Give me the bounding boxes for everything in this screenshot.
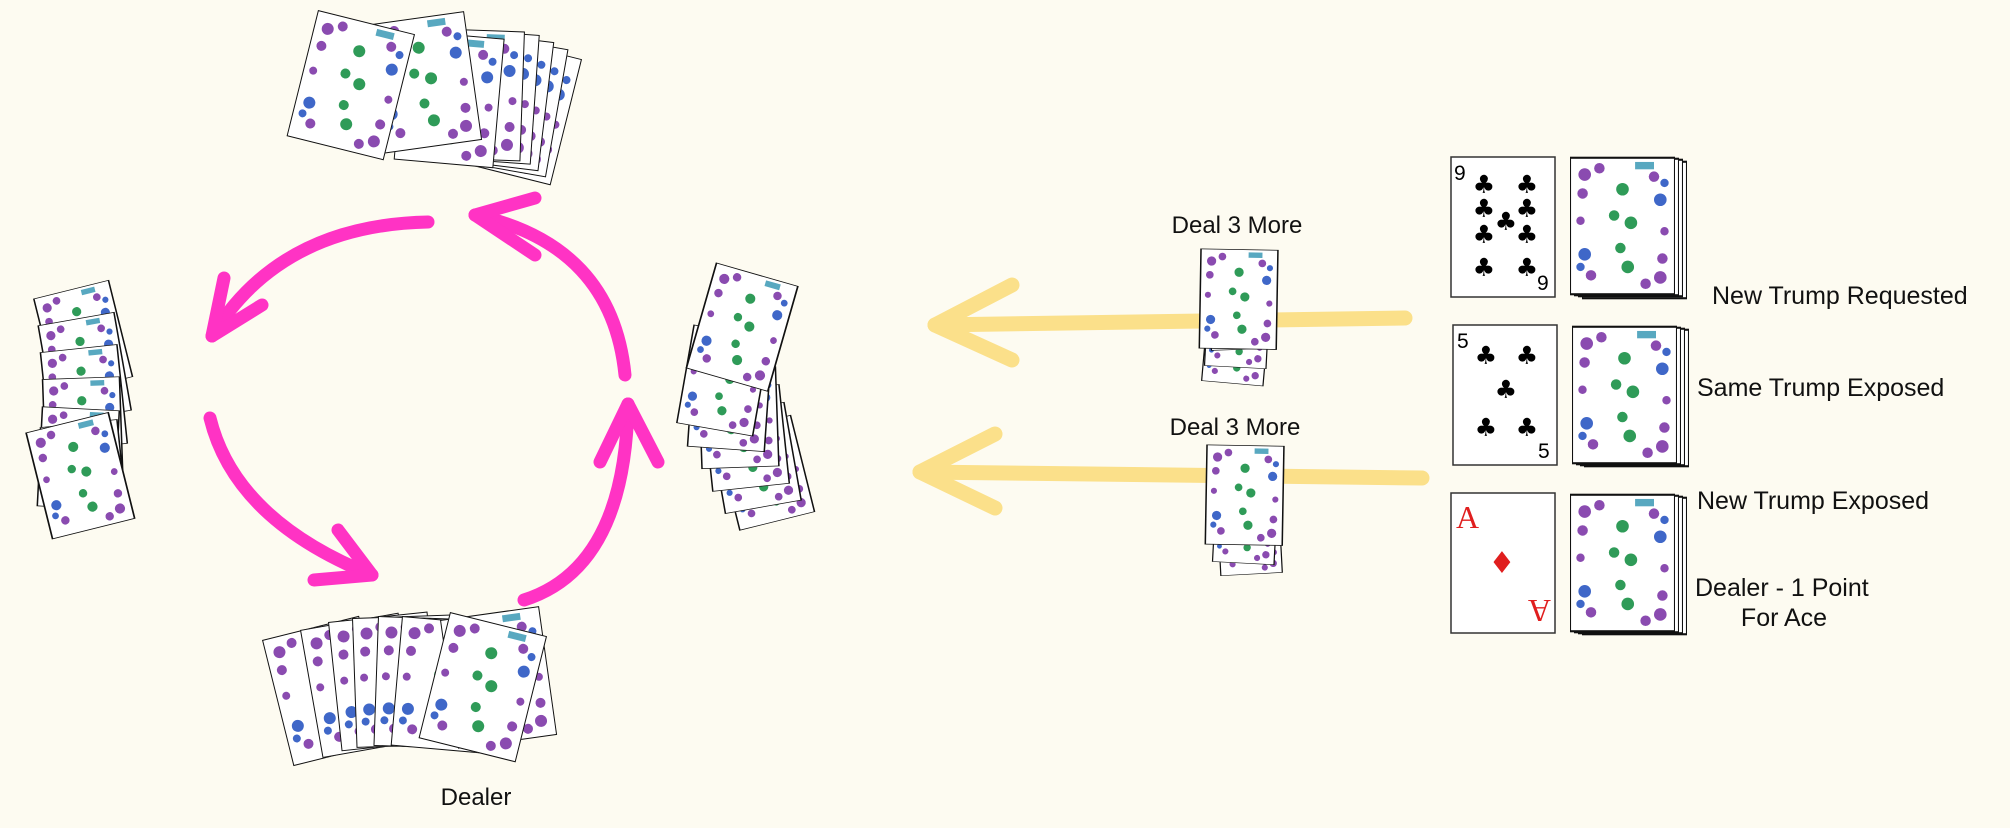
top-player-hand <box>286 10 583 186</box>
deal-arrows <box>912 277 1430 516</box>
card-rank-top: A <box>1456 499 1479 535</box>
club-suit-icon: ♣ ♣ ♣ ♣ ♣ <box>1475 341 1538 442</box>
rotation-arrows <box>203 191 665 607</box>
svg-text:♣: ♣ <box>1495 207 1517 236</box>
card-rank-bottom: A <box>1528 593 1551 629</box>
deal-pile-2 <box>1203 444 1286 578</box>
card-rank-top: 5 <box>1457 330 1469 353</box>
trump-caption-3: New Trump Exposed <box>1697 487 1930 515</box>
curved-arrow-icon <box>203 411 379 587</box>
svg-text:♣: ♣ <box>1516 220 1538 249</box>
diamond-suit-icon: ♦ <box>1489 546 1516 581</box>
trump-card-2: 5 5 ♣ ♣ ♣ ♣ ♣ <box>1452 324 1558 466</box>
svg-text:♣: ♣ <box>1475 341 1497 370</box>
svg-text:♣: ♣ <box>1516 194 1538 223</box>
trump-deck-stack-3 <box>1570 493 1687 636</box>
svg-text:♣: ♣ <box>1495 375 1517 404</box>
svg-text:♣: ♣ <box>1475 413 1497 442</box>
card-rank-bottom: 9 <box>1537 272 1549 295</box>
trump-card-1: 9 9 ♣ ♣ ♣ ♣ ♣ ♣ ♣ ♣ ♣ <box>1450 156 1556 298</box>
deal-pile-1 <box>1197 248 1280 388</box>
right-player-hand <box>675 261 816 532</box>
dealer-label: Dealer <box>440 784 512 811</box>
arrow-left-icon <box>912 426 1430 516</box>
svg-text:♣: ♣ <box>1516 341 1538 370</box>
dealer-ace-note-line1: Dealer - 1 Point <box>1695 574 1869 602</box>
trump-caption-1: New Trump Requested <box>1712 282 1968 310</box>
deal-pile-label-2: Deal 3 More <box>1169 414 1301 441</box>
card-rank-bottom: 5 <box>1538 440 1550 463</box>
curved-arrow-icon <box>468 191 632 382</box>
svg-text:♣: ♣ <box>1473 170 1495 199</box>
club-suit-icon: ♣ ♣ ♣ ♣ ♣ ♣ ♣ ♣ ♣ <box>1473 170 1538 282</box>
trump-caption-2: Same Trump Exposed <box>1697 374 1945 402</box>
arrow-left-icon <box>927 277 1413 368</box>
left-player-hand <box>24 278 137 541</box>
svg-text:♣: ♣ <box>1473 253 1495 282</box>
svg-text:♣: ♣ <box>1473 220 1495 249</box>
dealer-ace-note-line2: For Ace <box>1740 604 1828 632</box>
trump-deck-stack-1 <box>1570 156 1687 300</box>
svg-text:♣: ♣ <box>1516 413 1538 442</box>
svg-text:♣: ♣ <box>1473 194 1495 223</box>
trump-deck-stack-2 <box>1572 325 1689 468</box>
dealer-hand <box>262 606 558 767</box>
card-rank-top: 9 <box>1454 162 1466 185</box>
curved-arrow-icon <box>205 215 435 343</box>
svg-text:♣: ♣ <box>1516 170 1538 199</box>
svg-text:♣: ♣ <box>1516 253 1538 282</box>
curved-arrow-icon <box>517 397 665 607</box>
deal-pile-label-1: Deal 3 More <box>1171 212 1303 239</box>
trump-card-3: A A ♦ <box>1450 492 1556 634</box>
